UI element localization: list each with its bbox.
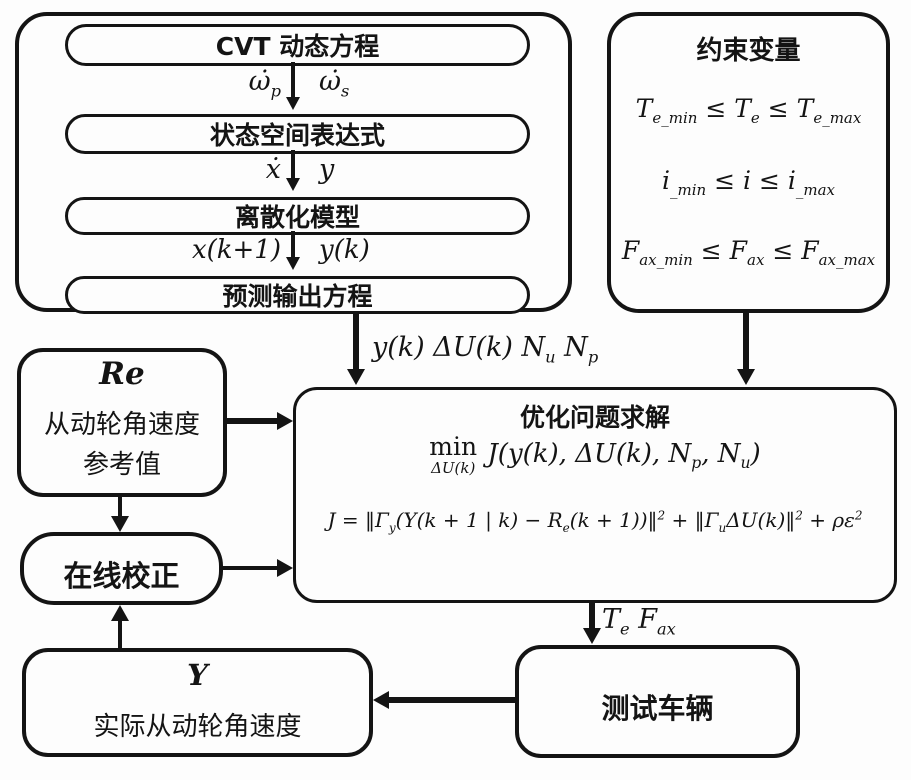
min-subscript: ΔU(k) [431, 459, 476, 477]
reference-speed-box: Re 从动轮角速度 参考值 [17, 348, 227, 497]
objective-formula: min ΔU(k) J(y(k), ΔU(k), Np, Nu) [296, 432, 894, 477]
arrow-down-icon [737, 369, 755, 385]
objective-arguments: J(y(k), ΔU(k), Np, Nu) [487, 439, 761, 473]
arrow-line [353, 312, 359, 370]
signal-omega-p: ω̇p [248, 66, 281, 101]
test-vehicle-box: 测试车辆 [515, 645, 800, 758]
constraint-ratio: i_min ≤ i ≤ i_max [661, 166, 835, 199]
arrow-line [743, 313, 749, 370]
arrow-line [589, 603, 595, 629]
step-label: CVT 动态方程 [215, 32, 380, 61]
arrow-line [388, 697, 515, 703]
arrow-down-icon [347, 369, 365, 385]
step-label: 离散化模型 [234, 203, 360, 232]
optimizer-title: 优化问题求解 [519, 403, 670, 432]
arrow-line [291, 231, 295, 259]
signal-y-k: y(k) [319, 235, 370, 265]
constraint-clamping-force: Fax_min ≤ Fax ≤ Fax_max [621, 236, 876, 269]
optimization-solver-box: 优化问题求解 min ΔU(k) J(y(k), ΔU(k), Np, Nu) … [293, 387, 897, 603]
step-label: 预测输出方程 [222, 282, 373, 311]
arrow-down-icon [286, 257, 300, 270]
arrow-line [291, 150, 295, 180]
arrow-line [291, 62, 295, 98]
reference-line-2: 参考值 [82, 450, 161, 480]
arrow-up-icon [111, 605, 129, 621]
step-label: 状态空间表达式 [209, 121, 385, 150]
signal-xdot: ẋ [265, 154, 281, 185]
arrow-down-icon [286, 97, 300, 110]
output-symbol: Y [187, 658, 208, 692]
signal-omega-s: ω̇s [319, 66, 350, 101]
arrow-down-icon [111, 516, 129, 532]
arrow-line [223, 566, 278, 570]
signal-y: y [319, 154, 335, 185]
test-vehicle-label: 测试车辆 [601, 692, 714, 725]
arrow-line [118, 619, 122, 648]
min-operator: min ΔU(k) [429, 432, 478, 477]
reference-symbol: Re [99, 356, 145, 392]
min-word: min [429, 432, 478, 461]
output-line: 实际从动轮角速度 [93, 712, 302, 742]
arrow-right-icon [277, 412, 293, 430]
constraints-title: 约束变量 [696, 36, 801, 66]
online-correction-box: 在线校正 [20, 532, 223, 605]
arrow-left-icon [373, 691, 389, 709]
constraint-engine-torque: Te_min ≤ Te ≤ Te_max [635, 94, 862, 127]
step-cvt-dynamic-equation: CVT 动态方程 [65, 24, 530, 66]
constraint-variables-box: 约束变量 Te_min ≤ Te ≤ Te_max i_min ≤ i ≤ i_… [607, 12, 890, 313]
actual-speed-box: Y 实际从动轮角速度 [22, 648, 373, 757]
arrow-line [227, 418, 279, 424]
arrow-down-icon [583, 628, 601, 644]
signal-x-k-plus-1: x(k+1) [191, 235, 281, 265]
step-prediction-output-equation: 预测输出方程 [65, 276, 530, 314]
flow-label-model-outputs: y(k) ΔU(k) Nu Np [372, 332, 599, 367]
cost-function-formula: J = ‖Γy(Y(k + 1 | k) − Re(k + 1))‖2 + ‖Γ… [327, 508, 863, 535]
arrow-down-icon [286, 178, 300, 191]
arrow-right-icon [277, 559, 293, 577]
online-correction-label: 在线校正 [63, 559, 180, 593]
step-state-space-expression: 状态空间表达式 [65, 114, 530, 154]
reference-line-1: 从动轮角速度 [43, 410, 200, 440]
flow-label-control-outputs: Te Fax [602, 604, 676, 639]
arrow-line [118, 497, 122, 518]
step-discretized-model: 离散化模型 [65, 197, 530, 235]
